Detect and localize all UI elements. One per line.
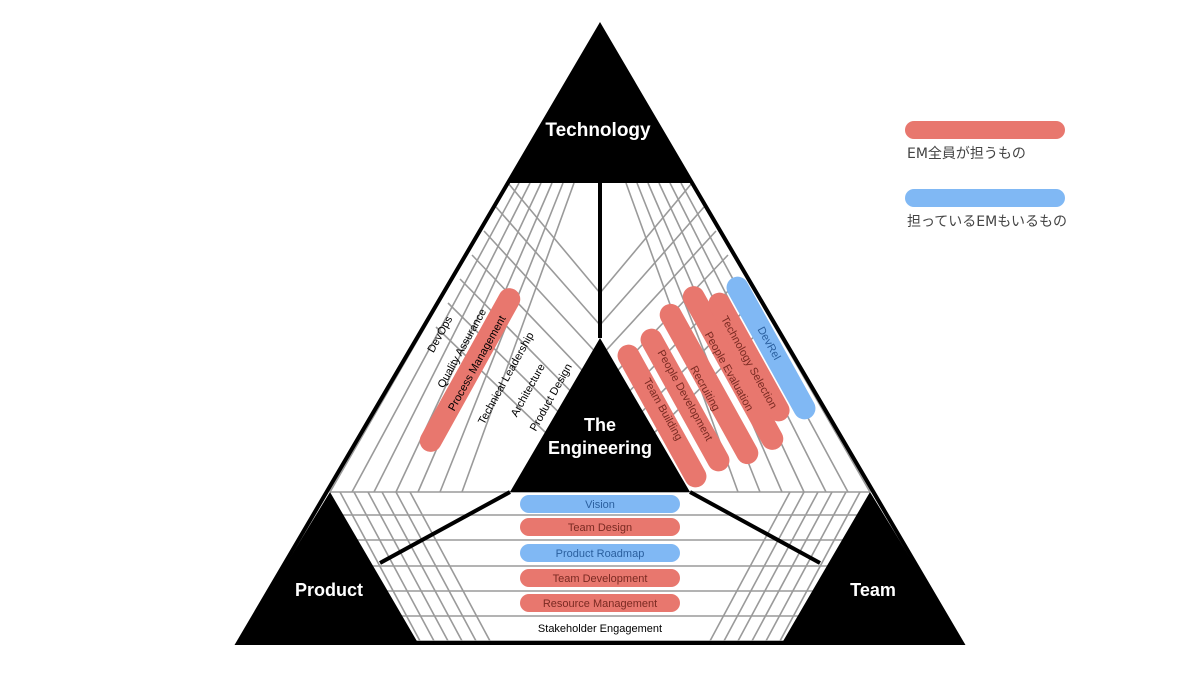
team-label: Team xyxy=(850,580,896,600)
bottom-item-product-roadmap: Product Roadmap xyxy=(556,548,645,560)
bottom-grid-diag-line xyxy=(409,491,491,642)
right-item-pill-team-building xyxy=(617,344,707,488)
bottom-grid-diag-line xyxy=(737,491,819,642)
bottom-item-pill-product-roadmap xyxy=(520,544,680,562)
bottom-grid-diag-line xyxy=(765,491,847,642)
bottom-item-pill-resource-management xyxy=(520,594,680,612)
bottom-item-stakeholder-engagement: Stakeholder Engagement xyxy=(538,623,662,635)
right-grid-cross-line xyxy=(599,206,705,326)
bottom-item-resource-management: Resource Management xyxy=(543,598,657,610)
bottom-item-pill-vision xyxy=(520,495,680,513)
bottom-band-grid xyxy=(243,491,957,642)
left-grid-cross-line xyxy=(495,206,601,326)
left-item-pill-process-management xyxy=(419,288,521,452)
bottom-grid-diag-line xyxy=(353,491,435,642)
bottom-item-vision: Vision xyxy=(585,499,615,511)
bottom-grid-diag-line xyxy=(709,491,791,642)
outer-triangle xyxy=(234,22,966,645)
product-label: Product xyxy=(295,580,363,600)
center-triangle xyxy=(510,338,690,492)
technology-triangle xyxy=(508,26,692,183)
bottom-grid-diag-line xyxy=(751,491,833,642)
center-label-line2: Engineering xyxy=(548,438,652,458)
right-item-pill-people-development xyxy=(640,328,730,472)
team-triangle xyxy=(782,492,962,643)
legend-swatch-all-em xyxy=(905,121,1065,139)
bottom-grid-diag-line xyxy=(381,491,463,642)
right-grid-cross-line xyxy=(599,182,693,294)
technology-label: Technology xyxy=(545,120,651,141)
right-item-pill-devrel xyxy=(726,276,816,420)
right-grid-cross-line xyxy=(599,230,717,358)
bottom-item-pill-team-design xyxy=(520,518,680,536)
product-triangle xyxy=(238,492,418,643)
left-grid-cross-line xyxy=(507,182,601,294)
separator-right xyxy=(689,490,821,565)
bottom-item-team-development: Team Development xyxy=(553,573,648,585)
bottom-grid-diag-line xyxy=(779,491,861,642)
bottom-item-team-design: Team Design xyxy=(568,522,632,534)
left-grid-line xyxy=(351,182,520,493)
left-grid-cross-line xyxy=(471,254,601,390)
right-item-pill-technology-selection xyxy=(708,292,790,422)
right-item-pill-people-evaluation xyxy=(682,286,784,450)
bottom-item-pill-team-development xyxy=(520,569,680,587)
separator-left xyxy=(379,490,511,565)
bottom-grid-diag-line xyxy=(723,491,805,642)
bottom-grid-diag-line xyxy=(367,491,449,642)
left-grid-cross-line xyxy=(483,230,601,358)
right-item-pill-recruiting xyxy=(659,303,759,465)
bottom-grid-diag-line xyxy=(395,491,477,642)
left-grid-line xyxy=(439,182,564,493)
bottom-grid-diag-line xyxy=(339,491,421,642)
center-label-line1: The xyxy=(584,415,616,435)
legend-label-some-em: 担っているEMもいるもの xyxy=(907,214,1067,230)
legend-swatch-some-em xyxy=(905,189,1065,207)
legend-label-all-em: EM全員が担うもの xyxy=(907,145,1026,162)
left-grid-line xyxy=(373,182,531,493)
